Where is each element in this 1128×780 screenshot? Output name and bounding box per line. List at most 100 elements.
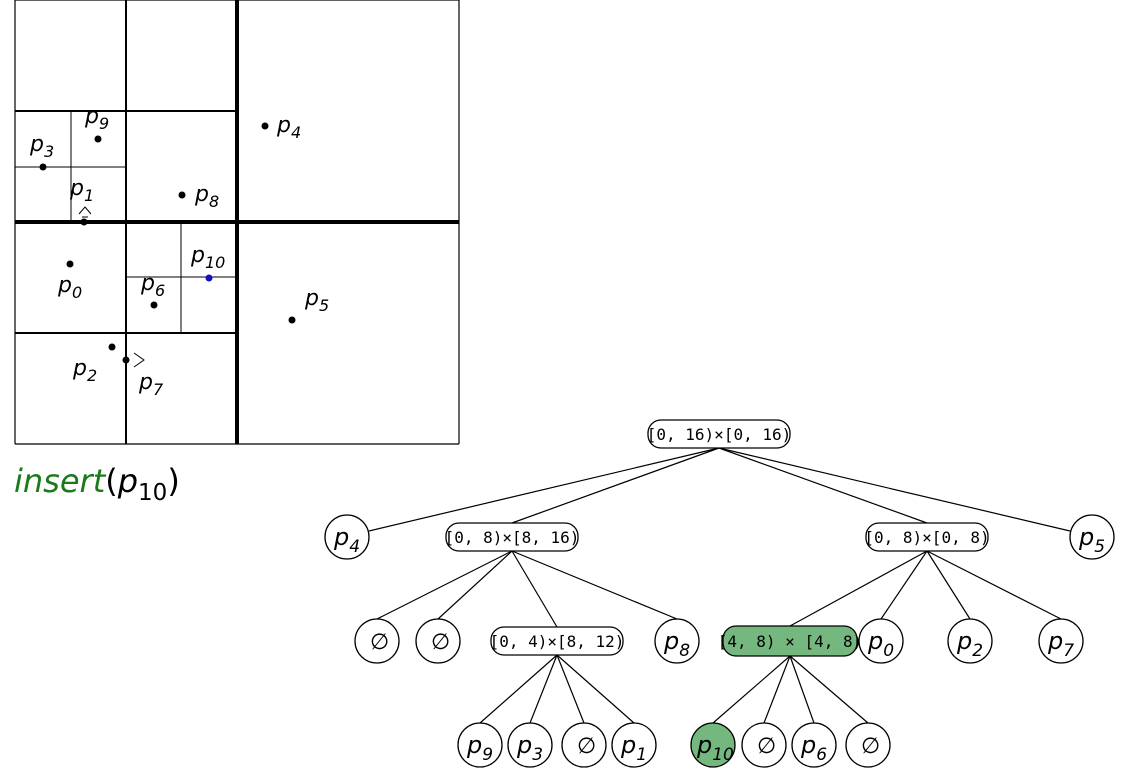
tree-leaf-L_p1 [611, 722, 657, 768]
point-label-p7-base: p [138, 370, 153, 395]
tree-node-label-root: [0, 16)×[0, 16) [647, 425, 792, 444]
point-p5 [288, 316, 296, 324]
tree-edge-n3-L_p9 [479, 654, 558, 724]
tree-leaf-label-L_e5: ∅ [861, 734, 880, 759]
tree-leaf-label-L_p7-base: p [1047, 627, 1063, 655]
point-p3 [39, 163, 47, 171]
point-p7 [122, 356, 130, 364]
tree-leaf-L_e1 [354, 618, 400, 664]
tree-leaf-label-L_p3: p3 [516, 731, 543, 765]
action-close-paren: ) [167, 462, 179, 500]
point-p8 [178, 191, 186, 199]
tree-leaf-L_e2 [415, 618, 461, 664]
tree-leaf-label-L_p6: p6 [800, 731, 827, 765]
action-text: insert(p10) [14, 462, 180, 506]
point-label-p9: p9 [84, 104, 109, 133]
point-label-p1: p1 [69, 176, 94, 205]
point-label-p1-subscript: 1 [84, 186, 94, 205]
point-label-p9-subscript: 9 [99, 114, 109, 133]
tree-leaf-label-L_p4: p4 [333, 523, 360, 557]
point-label-p2: p2 [72, 356, 97, 385]
point-p6 [150, 301, 158, 309]
tree-node-n2 [865, 522, 989, 552]
tree-leaf-label-L_p4-base: p [333, 523, 349, 551]
tree-leaf-L_p8 [654, 618, 700, 664]
point-label-p0-base: p [57, 273, 72, 298]
tree-edge-root-L_p5 [718, 447, 1071, 532]
tree-edge-n4-L_p10 [712, 655, 791, 724]
point-label-p0-subscript: 0 [72, 283, 82, 302]
tree-leaf-L_p2 [947, 618, 993, 664]
tree-leaf-L_p5 [1069, 514, 1115, 560]
point-label-p3-subscript: 3 [44, 142, 54, 161]
point-label-p10: p10 [190, 243, 225, 272]
point-label-p5-subscript: 5 [319, 296, 329, 315]
point-label-p6: p6 [140, 271, 165, 300]
tree-leaf-L_e4 [741, 722, 787, 768]
point-label-p4: p4 [276, 113, 301, 142]
tree-edge-root-L_p4 [368, 447, 720, 532]
tree-leaf-label-L_p0-subscript: 0 [883, 641, 894, 661]
tree-node-label-n3: [0, 4)×[8, 12) [490, 632, 625, 651]
action-arg: p [117, 462, 138, 500]
point-label-p2-subscript: 2 [87, 366, 97, 385]
tree-leaf-label-L_e5-base: ∅ [861, 734, 880, 759]
point-p1 [80, 218, 88, 226]
tree-leaf-label-L_p5: p5 [1078, 523, 1105, 557]
point-p2 [108, 343, 116, 351]
tree-edge-n4-L_e5 [789, 655, 869, 724]
tree-leaf-label-L_p10-base: p [696, 731, 712, 759]
tree-leaf-label-L_e4-base: ∅ [757, 734, 776, 759]
tree-leaf-label-L_e2: ∅ [431, 630, 450, 655]
point-label-p3: p3 [29, 132, 54, 161]
tree-leaf-label-L_p9-base: p [466, 731, 482, 759]
point-label-p7-subscript: 7 [153, 380, 164, 399]
tree-leaf-label-L_p4-subscript: 4 [349, 537, 360, 557]
point-p9 [94, 135, 102, 143]
point-p0 [66, 260, 74, 268]
caret-mark-p7 [133, 352, 145, 368]
tree-nodes: [0, 16)×[0, 16)[0, 8)×[8, 16)[0, 8)×[0, … [324, 419, 1115, 768]
tree-edge-n4-L_e4 [763, 655, 791, 724]
tree-leaf-label-L_p5-subscript: 5 [1094, 537, 1105, 557]
tree-leaf-label-L_p0-base: p [867, 627, 883, 655]
tree-leaf-L_e5 [845, 722, 891, 768]
tree-edge-n1-L_e2 [437, 550, 513, 620]
tree-node-n3 [490, 626, 624, 656]
tree-leaf-label-L_p9-subscript: 9 [482, 745, 493, 765]
tree-edge-n1-L_p8 [511, 550, 678, 620]
tree-edge-n1-n3 [511, 550, 558, 628]
tree-leaf-label-L_e1: ∅ [370, 630, 389, 655]
action-open-paren: ( [105, 462, 117, 500]
point-label-p8-base: p [194, 182, 209, 207]
point-p4 [261, 122, 269, 130]
tree-leaf-label-L_p6-subscript: 6 [816, 745, 827, 765]
tree-leaf-label-L_p0: p0 [867, 627, 894, 661]
tree-leaf-L_p10 [690, 722, 736, 768]
tree-leaf-L_p9 [457, 722, 503, 768]
tree-edge-n3-L_p3 [529, 654, 558, 724]
tree-edge-n3-L_e3 [556, 654, 585, 724]
point-label-p2-base: p [72, 356, 87, 381]
tree-leaf-label-L_e2-base: ∅ [431, 630, 450, 655]
tree-node-label-n1: [0, 8)×[8, 16) [445, 528, 580, 547]
tree-leaf-label-L_p3-base: p [516, 731, 532, 759]
tree-leaf-L_p3 [507, 722, 553, 768]
tree-edge-n2-L_p2 [926, 550, 971, 620]
tree-edges [368, 447, 1071, 724]
point-label-p4-base: p [276, 113, 291, 138]
tree-node-n4 [722, 625, 858, 657]
tree-edge-root-n2 [718, 447, 928, 524]
point-label-p3-base: p [29, 132, 44, 157]
point-label-p6-base: p [140, 271, 155, 296]
point-label-p8-subscript: 8 [209, 192, 219, 211]
tree-leaf-label-L_p10-subscript: 10 [712, 745, 734, 765]
point-label-p5: p5 [304, 286, 329, 315]
tree-leaf-label-L_p1-base: p [620, 731, 636, 759]
tree-edge-n2-L_p0 [880, 550, 928, 620]
point-label-p4-subscript: 4 [291, 123, 301, 142]
tree-leaf-label-L_p5-base: p [1078, 523, 1094, 551]
tree-leaf-L_p0 [858, 618, 904, 664]
tree-leaf-label-L_p2-subscript: 2 [972, 641, 983, 661]
